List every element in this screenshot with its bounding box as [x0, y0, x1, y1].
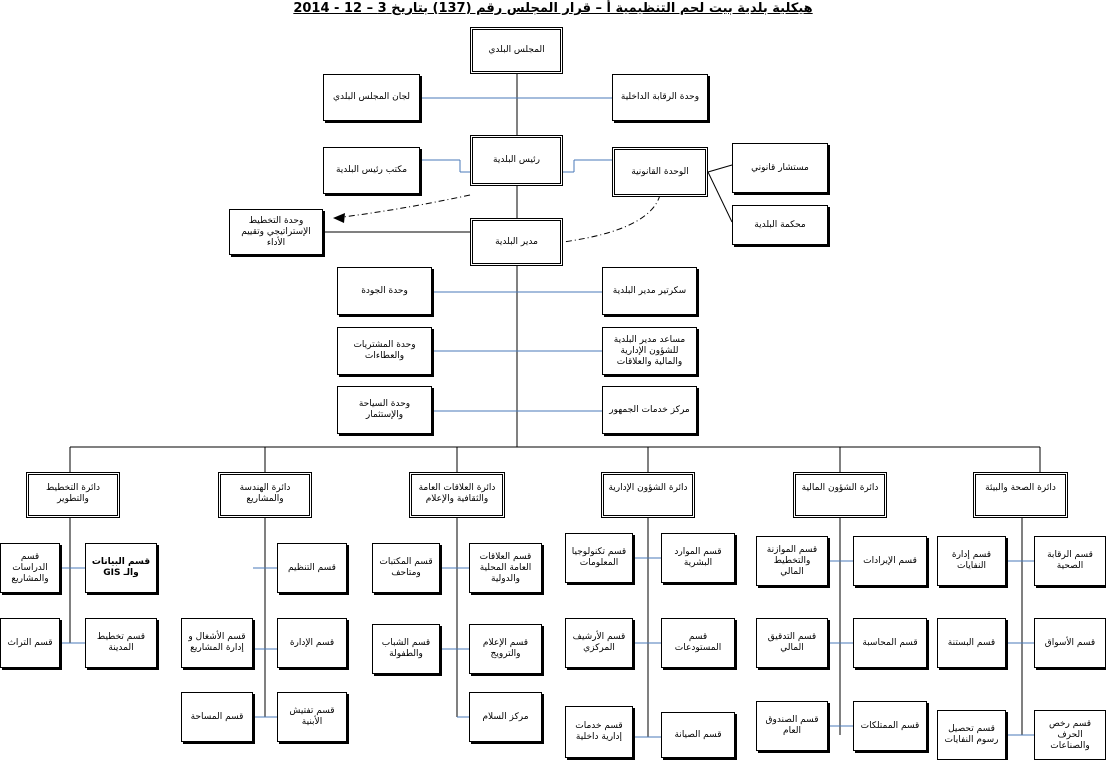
section-it-box: قسم تكنولوجيا المعلومات: [565, 533, 633, 583]
section-internal-services-box: قسم خدمات إدارية داخلية: [565, 706, 633, 758]
section-public-relations-box: قسم العلاقات العامة المحلية والدولية: [469, 543, 542, 593]
section-studies-box: قسم الدراسات والمشاريع: [0, 543, 60, 593]
section-financial-audit-box: قسم التدقيق المالي: [756, 618, 828, 668]
council-committees-box: لجان المجلس البلدي: [323, 74, 420, 121]
section-archive-box: قسم الأرشيف المركزي: [565, 618, 633, 668]
section-libraries-box: قسم المكتبات ومتاحف: [372, 543, 440, 593]
dept-engineering-box: دائرة الهندسة والمشاريع: [218, 472, 312, 518]
section-revenues-box: قسم الإيرادات: [853, 536, 927, 586]
section-surveying-box: قسم المساحة: [181, 692, 253, 742]
section-waste-management-box: قسم إدارة النفايات: [937, 536, 1006, 586]
strategic-planning-box: وحدة التخطيط الإستراتيجي وتقييم الأداء: [229, 209, 323, 255]
section-gis-box: قسم البيانات والـ GIS: [85, 543, 157, 593]
section-works-box: قسم الأشغال و إدارة المشاريع: [181, 618, 253, 668]
section-craft-licenses-box: قسم رخص الحرف والصناعات: [1034, 710, 1106, 760]
chart-title: هيكلية بلدية بيت لحم التنظيمية أ – قرار …: [293, 1, 813, 16]
council-box: المجلس البلدي: [470, 27, 563, 74]
internal-audit-box: وحدة الرقابة الداخلية: [612, 74, 708, 121]
section-general-fund-box: قسم الصندوق العام: [756, 701, 828, 751]
tourism-unit-box: وحدة السياحة والإستثمار: [337, 386, 432, 434]
section-regulation-box: قسم التنظيم: [277, 543, 347, 593]
municipal-court-box: محكمة البلدية: [732, 205, 828, 245]
section-maintenance-box: قسم الصيانة: [661, 712, 735, 758]
section-peace-center-box: مركز السلام: [469, 692, 542, 742]
section-building-inspection-box: قسم تفتيش الأبنية: [277, 692, 347, 742]
section-accounting-box: قسم المحاسبة: [853, 618, 927, 668]
procurement-unit-box: وحدة المشتريات والعطاءات: [337, 327, 432, 375]
dept-administrative-box: دائرة الشؤون الإدارية: [601, 472, 695, 518]
dept-health-box: دائرة الصحة والبيئة: [973, 472, 1068, 518]
mayor-office-box: مكتب رئيس البلدية: [323, 147, 420, 194]
manager-secretary-box: سكرتير مدير البلدية: [602, 267, 697, 315]
quality-unit-box: وحدة الجودة: [337, 267, 432, 315]
section-health-inspection-box: قسم الرقابة الصحية: [1034, 536, 1106, 586]
section-gardening-box: قسم البستنة: [937, 618, 1006, 668]
dept-public-relations-box: دائرة العلاقات العامة والثقافية والإعلام: [409, 472, 505, 518]
public-service-box: مركز خدمات الجمهور: [602, 386, 697, 434]
section-waste-fees-box: قسم تحصيل رسوم النفايات: [937, 710, 1006, 760]
section-properties-box: قسم الممتلكات: [853, 701, 927, 751]
section-city-planning-box: قسم تخطيط المدينة: [85, 618, 157, 668]
section-hr-box: قسم الموارد البشرية: [661, 533, 735, 583]
section-budget-box: قسم الموازنة والتخطيط المالي: [756, 536, 828, 586]
dept-financial-box: دائرة الشؤون المالية: [793, 472, 887, 518]
section-youth-box: قسم الشباب والطفولة: [372, 624, 440, 674]
section-markets-box: قسم الأسواق: [1034, 618, 1106, 668]
section-administration-box: قسم الإدارة: [277, 618, 347, 668]
section-warehouses-box: قسم المستودعات: [661, 618, 735, 668]
section-media-box: قسم الإعلام والترويج: [469, 624, 542, 674]
section-heritage-box: قسم التراث: [0, 618, 60, 668]
mayor-box: رئيس البلدية: [470, 135, 563, 186]
city-manager-box: مدير البلدية: [470, 218, 563, 266]
legal-unit-box: الوحدة القانونية: [612, 147, 708, 197]
assistant-manager-box: مساعد مدير البلدية للشؤون الإدارية والما…: [602, 327, 697, 375]
dept-planning-box: دائرة التخطيط والتطوير: [26, 472, 120, 518]
legal-advisor-box: مستشار قانوني: [732, 143, 828, 193]
